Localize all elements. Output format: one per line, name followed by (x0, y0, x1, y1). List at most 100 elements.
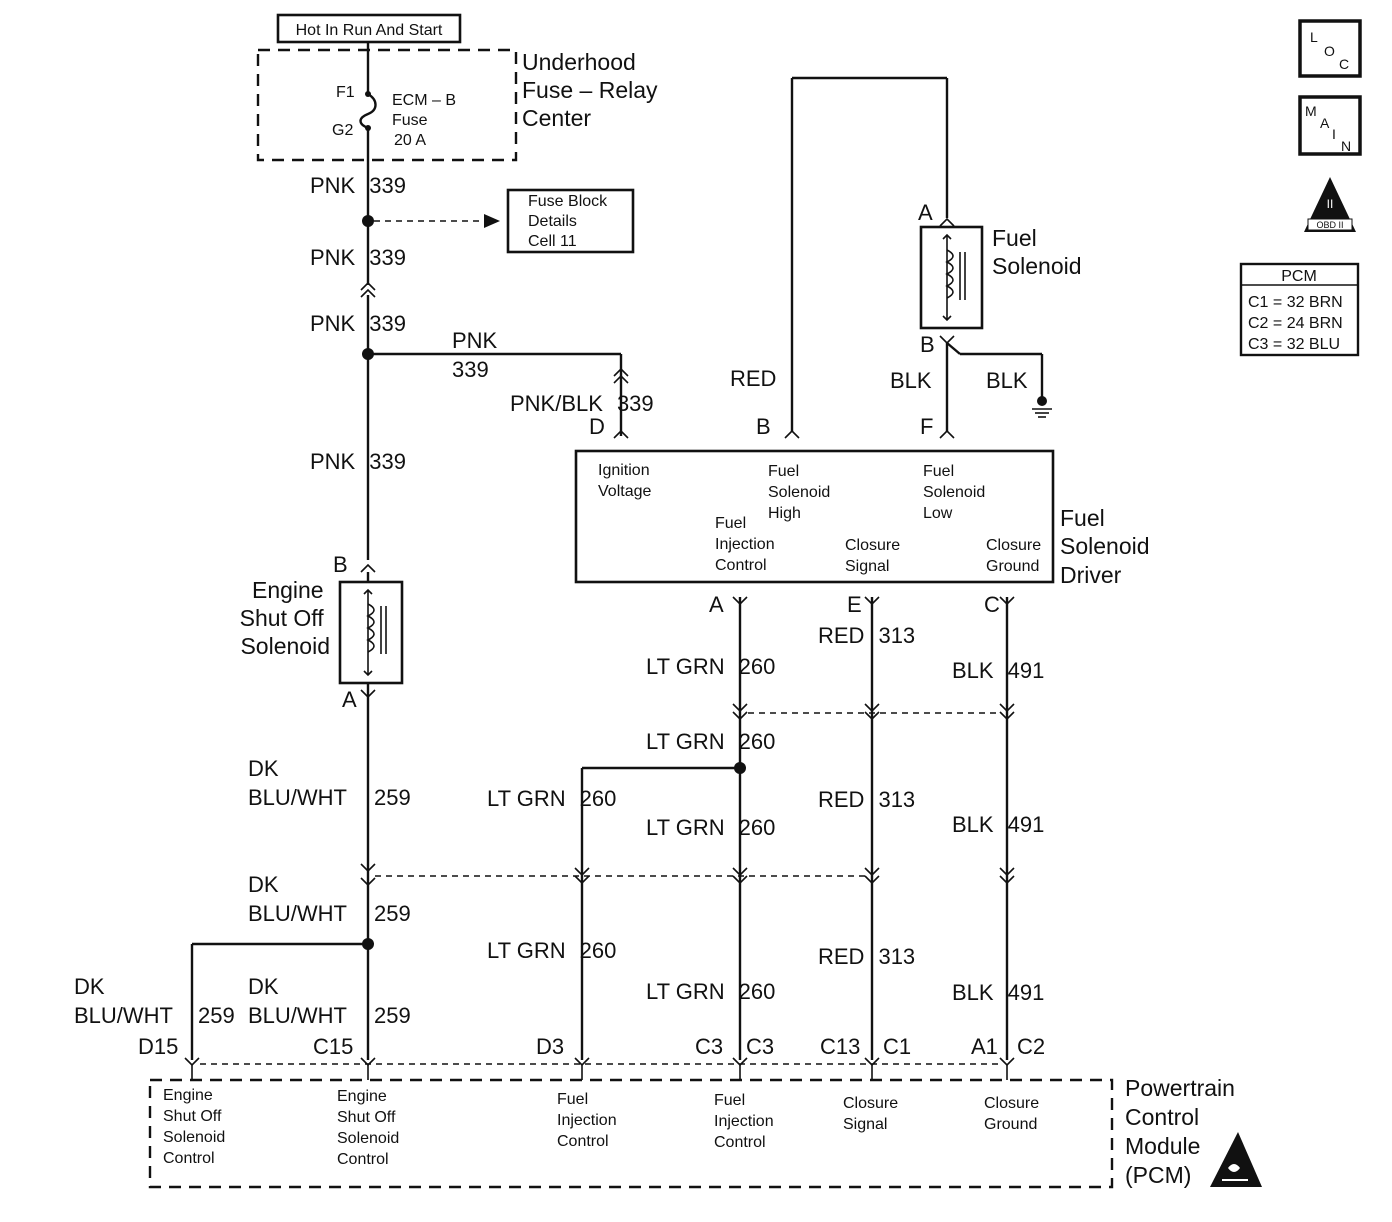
pcm-connector-table: PCM C1 = 32 BRN C2 = 24 BRN C3 = 32 BLU (1239, 262, 1360, 357)
fuel-sol-pin-a-chevron (939, 217, 955, 227)
pcm-pin-d15: D15 (138, 1034, 178, 1059)
engine-shutoff-solenoid-label: Engine Shut Off Solenoid (240, 577, 330, 659)
connector-pnk-339 (360, 281, 376, 298)
ground-dot (1037, 396, 1047, 406)
pcm-table-row-c1: C1 = 32 BRN (1248, 294, 1343, 311)
fuse-name-label: ECM – B Fuse 20 A (392, 92, 460, 149)
pcm-pin-c3-left: C3 (695, 1034, 723, 1059)
fuel-sol-pin-b-chevron (939, 335, 955, 345)
connector-313-upper (864, 703, 880, 721)
fuse-symbol (359, 92, 377, 130)
fuel-sol-coil-arrows (942, 233, 952, 322)
driver-pin-f-chevron (939, 429, 955, 439)
relay-center-label: Underhood Fuse – Relay Center (522, 49, 664, 131)
connector-491-upper (999, 703, 1015, 721)
wire-label-blk-ground: BLK (986, 368, 1028, 393)
svg-text:II: II (1327, 197, 1334, 211)
driver-pin-c: C (984, 592, 1000, 617)
eso-pin-a: A (342, 687, 357, 712)
fuse-g2-label: G2 (332, 122, 353, 139)
svg-text:OBD II: OBD II (1316, 220, 1343, 230)
wire-label-blk-top: BLK (890, 368, 932, 393)
svg-text:O: O (1324, 43, 1335, 59)
connector-pnkblk (613, 367, 629, 384)
pcm-pin-d3: D3 (536, 1034, 564, 1059)
underhood-fuse-relay-center (256, 48, 518, 162)
pcm-table-title: PCM (1281, 268, 1317, 285)
svg-text:L: L (1310, 29, 1318, 45)
eso-pin-b-chevron (360, 563, 376, 573)
eso-coil (366, 603, 375, 653)
svg-text:M: M (1305, 103, 1317, 119)
pcm-pin-c2: C2 (1017, 1034, 1045, 1059)
svg-text:I: I (1332, 126, 1336, 142)
fuse-block-details-box (506, 188, 635, 254)
location-icon[interactable]: L O C (1298, 19, 1362, 78)
driver-pin-b-chevron (784, 429, 800, 439)
pin-d-chevron (613, 429, 629, 439)
fuel-sol-coil (945, 249, 954, 299)
ref-arrow-head (484, 214, 500, 228)
splice-fuse-block (362, 215, 374, 227)
fuel-solenoid-label: Fuel Solenoid (992, 225, 1082, 279)
fuel-sol-pin-b: B (920, 332, 935, 357)
fuse-f1-label: F1 (336, 84, 355, 101)
engine-shutoff-solenoid-box (338, 580, 404, 685)
esd-warning-icon (1210, 1132, 1262, 1187)
driver-pin-e: E (847, 592, 862, 617)
pcm-pin-c1: C1 (883, 1034, 911, 1059)
pcm-pin-a1: A1 (971, 1034, 998, 1059)
fuel-solenoid-driver-box (574, 449, 1055, 584)
fuse-block-details-label: Fuse Block Details Cell 11 (528, 193, 612, 250)
pcm-box (148, 1078, 1114, 1189)
pcm-pin-c15: C15 (313, 1034, 353, 1059)
fuel-sol-pin-a: A (918, 200, 933, 225)
connector-313-lower (864, 867, 880, 885)
pcm-pin-c13: C13 (820, 1034, 860, 1059)
connector-491-lower (999, 867, 1015, 885)
driver-pin-f: F (920, 414, 933, 439)
main-icon[interactable]: M A I N (1298, 95, 1362, 156)
eso-coil-arrows (363, 588, 373, 677)
driver-pin-a: A (709, 592, 724, 617)
pcm-pin-c3-right: C3 (746, 1034, 774, 1059)
obd-ii-icon[interactable]: II OBD II (1304, 177, 1356, 232)
